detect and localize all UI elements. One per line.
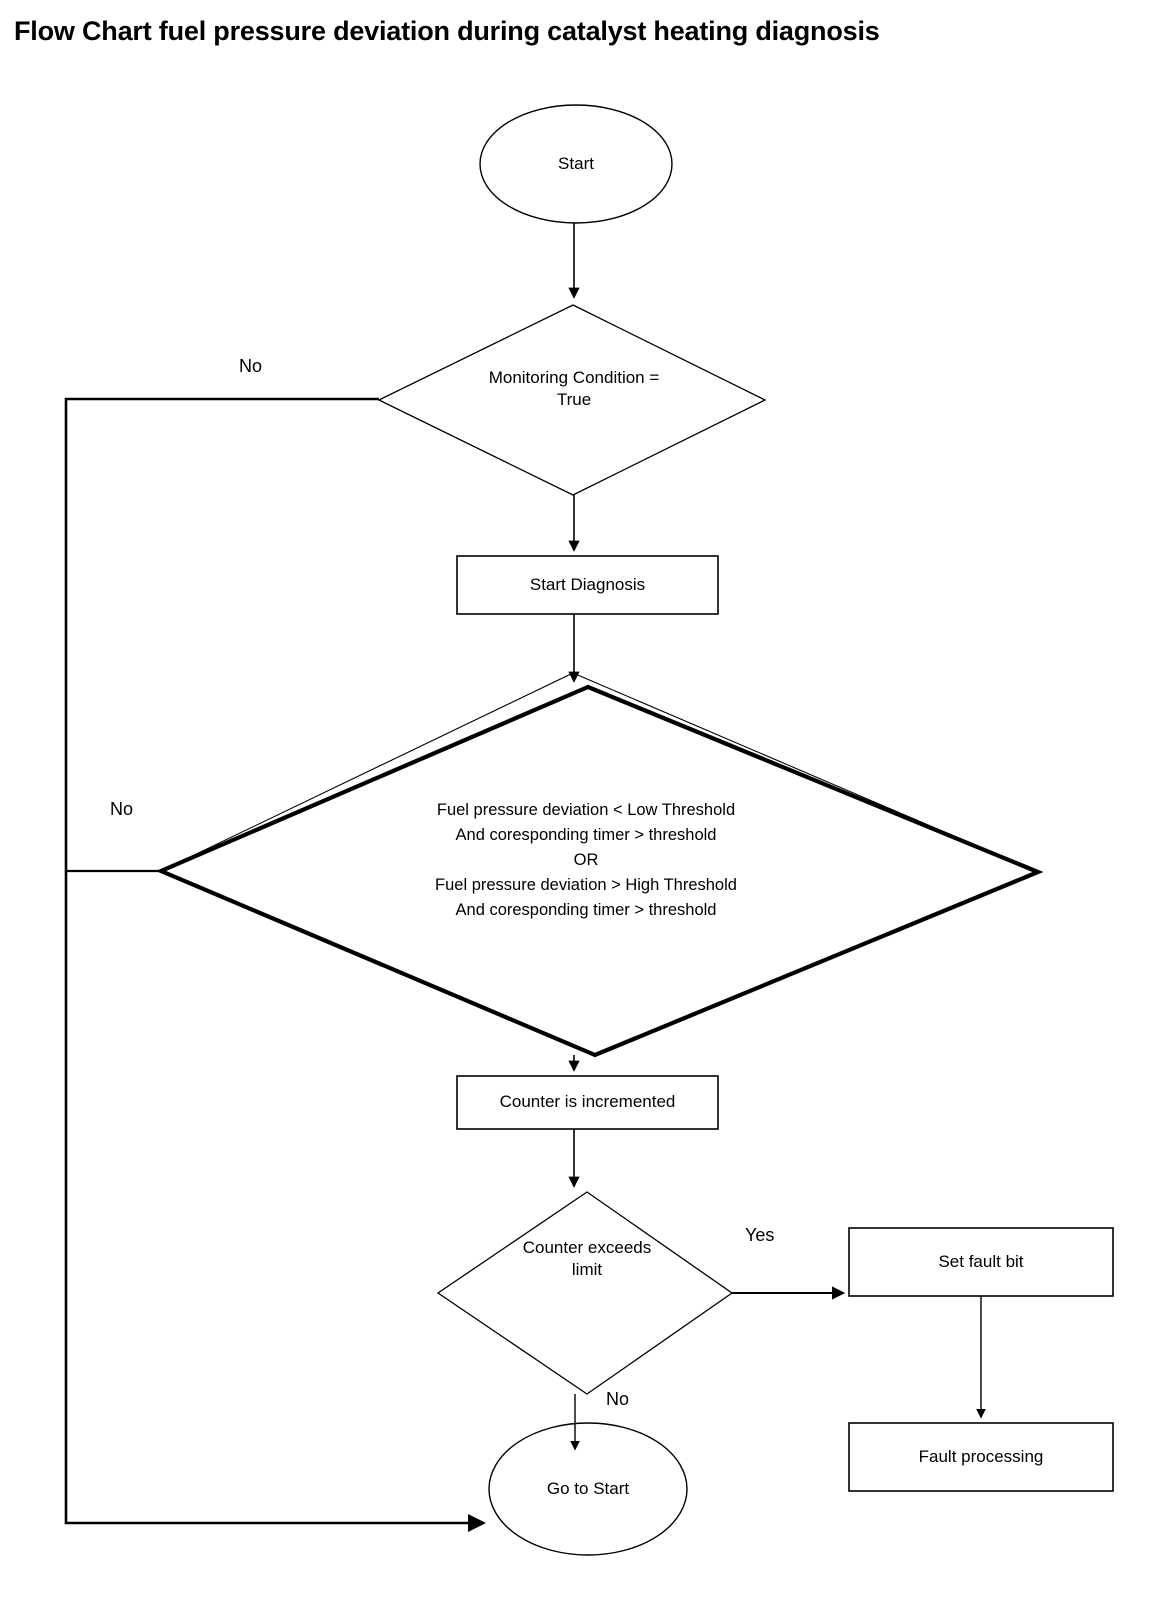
- edge-label-counter-yes: Yes: [745, 1225, 775, 1245]
- node-monitoring-condition-shape: [377, 304, 767, 496]
- node-start-diagnosis-shape: [456, 555, 719, 615]
- edge-label-monitoring-no: No: [239, 356, 263, 376]
- node-counter-increment-shape: [456, 1075, 719, 1130]
- node-start-shape: [479, 104, 673, 224]
- node-deviation-check-ghost-edge: [159, 672, 1040, 1056]
- node-deviation-check-shape: [155, 684, 1044, 1058]
- edge-label-deviation-no: No: [110, 799, 134, 819]
- page-title: Flow Chart fuel pressure deviation durin…: [14, 16, 880, 46]
- node-fault-processing-shape: [848, 1422, 1114, 1492]
- edge-label-counter-no: No: [606, 1389, 630, 1409]
- node-set-fault-bit-shape: [848, 1227, 1114, 1297]
- edge-monitoring-no-feedback: [64, 397, 487, 1533]
- node-go-to-start-shape: [488, 1422, 688, 1556]
- node-counter-exceeds-shape: [436, 1191, 734, 1395]
